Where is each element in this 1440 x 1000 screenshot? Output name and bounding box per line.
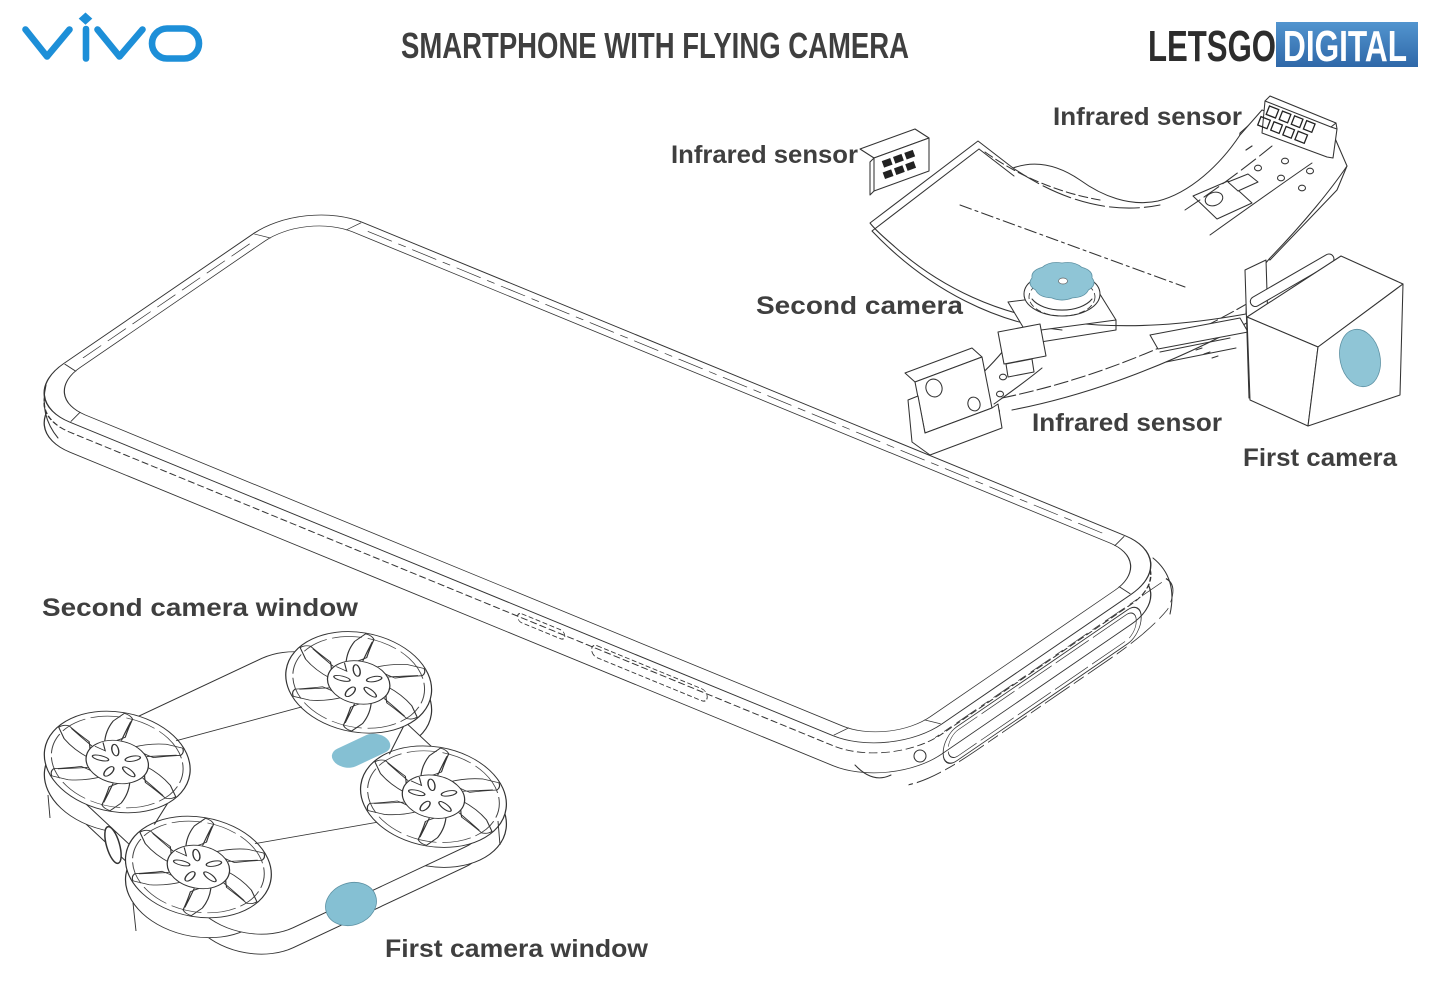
- svg-text:First camera: First camera: [1243, 444, 1398, 472]
- svg-text:Second camera: Second camera: [756, 292, 964, 320]
- svg-text:Infrared sensor: Infrared sensor: [1032, 409, 1222, 437]
- svg-text:Infrared sensor: Infrared sensor: [1053, 103, 1242, 131]
- svg-text:LETSGO: LETSGO: [1148, 22, 1276, 71]
- svg-text:SMARTPHONE WITH FLYING CAMERA: SMARTPHONE WITH FLYING CAMERA: [401, 25, 909, 66]
- svg-text:DIGITAL: DIGITAL: [1283, 22, 1407, 71]
- svg-text:Second camera window: Second camera window: [42, 594, 359, 622]
- svg-text:Infrared sensor: Infrared sensor: [671, 141, 858, 169]
- svg-text:First camera window: First camera window: [385, 935, 649, 963]
